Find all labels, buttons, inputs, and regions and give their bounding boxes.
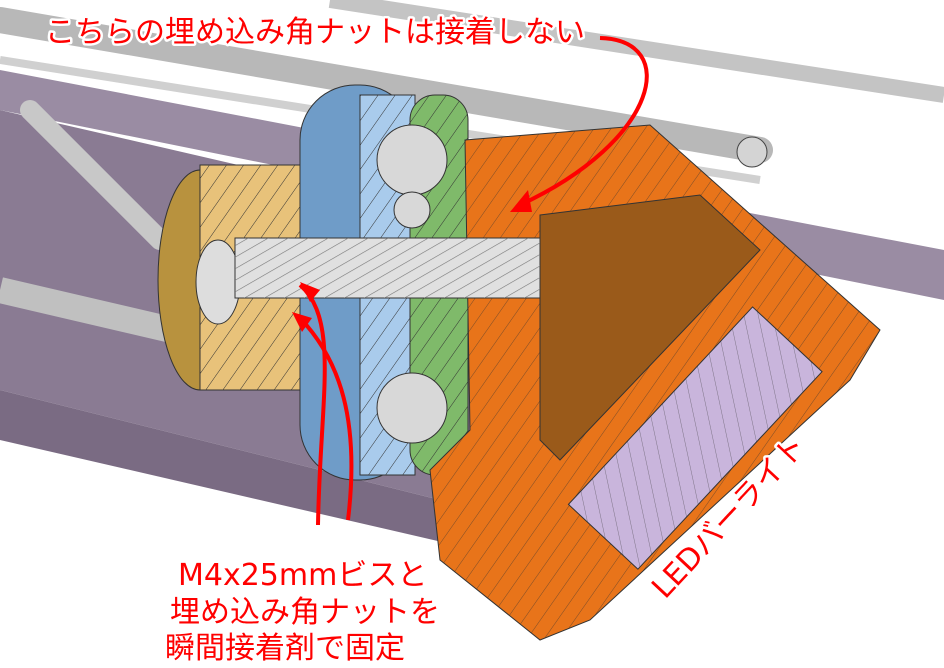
- arrow-screw: [298, 283, 327, 526]
- rod-hole-upper: [376, 124, 448, 196]
- bracket-cavity: [539, 194, 761, 461]
- rod-top: [328, 0, 944, 103]
- rod-diagonal: [20, 100, 170, 250]
- screw: [234, 237, 541, 299]
- bottom-note-line-1: M4x25mmビスと: [178, 558, 427, 593]
- bottom-note-line-3: 瞬間接着剤で固定: [165, 631, 405, 666]
- purple-panel-edge: [0, 390, 520, 560]
- screw-head: [195, 239, 241, 325]
- arrow-top: [519, 36, 649, 207]
- bracket: [429, 124, 881, 641]
- bottom-note-line-2: 埋め込み角ナットを: [170, 595, 440, 630]
- arrow-nut: [298, 316, 354, 521]
- led-bar: [567, 306, 823, 570]
- top-note: こちらの埋め込み角ナットは接着しない: [45, 15, 585, 50]
- arrow-heads: [292, 190, 532, 332]
- annotation-arrows: [298, 36, 649, 526]
- rod-end: [736, 136, 768, 168]
- rod-hole-lower: [376, 372, 448, 444]
